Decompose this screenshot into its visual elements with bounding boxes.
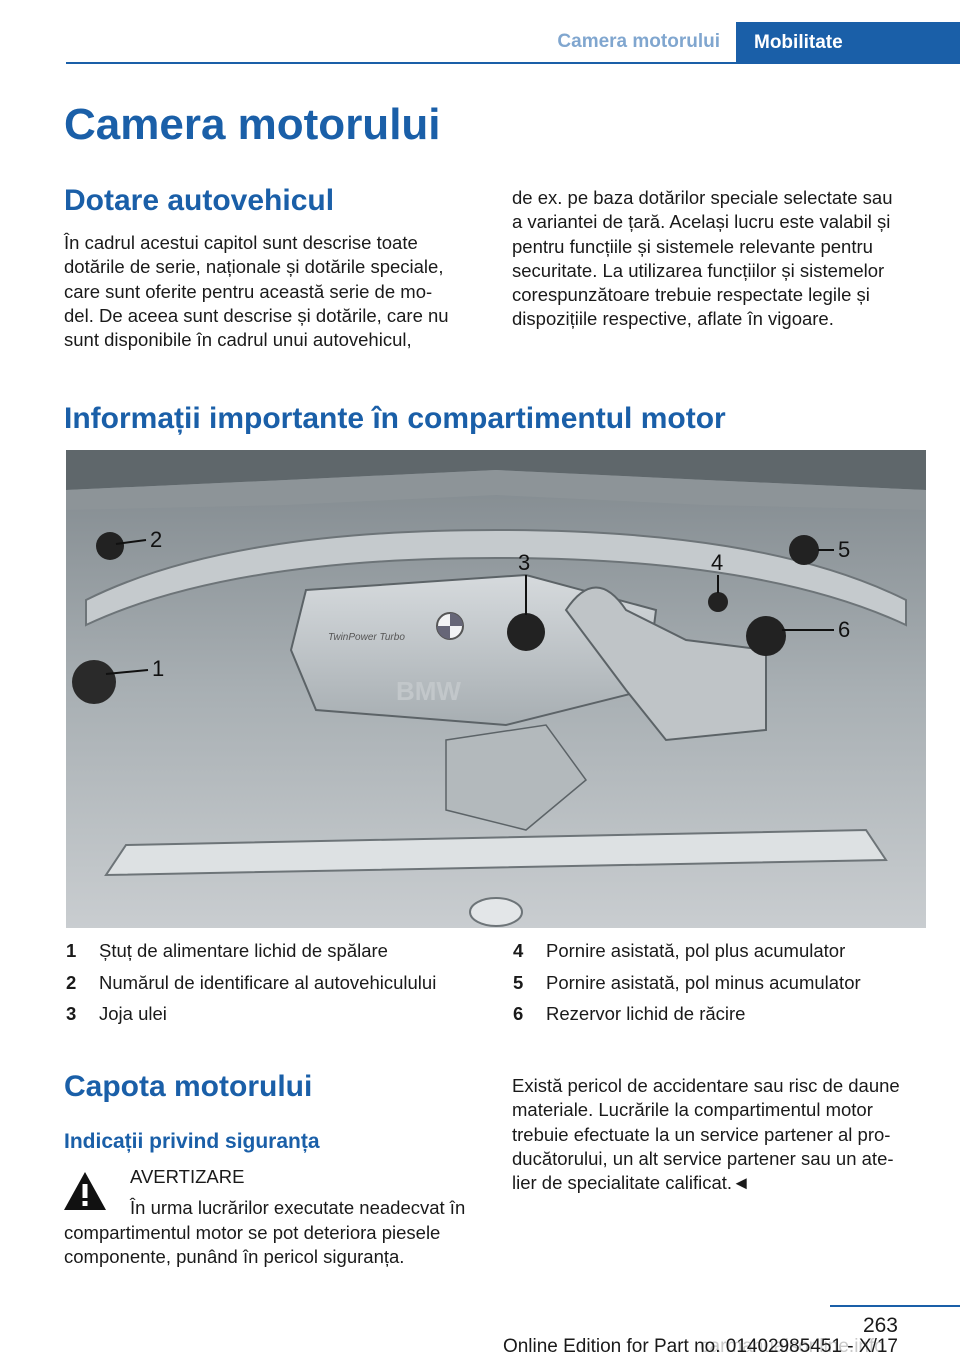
callout-3: 3 [518,550,530,575]
text-line: materiale. Lucrările la compartimentul m… [512,1099,873,1121]
text-line: trebuie efectuate la un service partener… [512,1123,891,1145]
legend-number: 1 [66,940,77,961]
legend-number: 3 [66,1003,77,1024]
page-number: 263 [862,1314,898,1337]
negative-terminal-icon [789,535,819,565]
text-line: de ex. pe baza dotărilor speciale select… [512,187,893,208]
legend-text: Numărul de identificare al autovehiculul… [99,971,437,993]
warning-triangle-icon [62,1170,108,1212]
edition-footer: Online Edition for Part no. 01402985451 … [502,1336,898,1357]
legend-number: 6 [513,1003,524,1024]
callout-1: 1 [152,656,164,681]
section1-column-right: de ex. pe baza dotărilor speciale select… [512,186,932,332]
text-line: dotările de serie, naționale și dotările… [64,256,444,278]
legend-number: 4 [513,940,524,961]
legend-item: 4 Pornire asistată, pol plus acumulator [513,935,943,967]
legend-text: Ștuț de alimentare lichid de spălare [99,940,388,961]
text-line: componente, punând în pericol siguranța. [64,1246,405,1268]
text-line: Există pericol de accidentare sau risc d… [512,1075,900,1096]
callout-4: 4 [711,550,723,575]
warning-text-first: În urma lucrărilor executate neadecvat î… [130,1197,466,1218]
text-line: În cadrul acestui capitol sunt descrise … [64,232,418,253]
header-chapter-tab[interactable]: Mobilitate [736,22,960,64]
footer-rule [830,1305,960,1307]
warning-label: AVERTIZARE [130,1166,245,1187]
section-heading-dotare: Dotare autovehicul [64,184,335,217]
header-rule [66,62,960,64]
engine-compartment-figure: TwinPower Turbo BMW 2 1 3 4 5 6 [66,450,926,928]
text-line: care sunt oferite pentru această serie d… [64,280,433,302]
engine-cover-text: TwinPower Turbo [328,632,405,643]
section-heading-informatii: Informații importante în compartimentul … [64,402,726,435]
legend-item: 5 Pornire asistată, pol minus acumulator [513,967,943,999]
legend-number: 5 [513,971,524,993]
figure-legend-right: 4 Pornire asistată, pol plus acumulator … [513,935,943,1030]
legend-text: Pornire asistată, pol minus acumulator [546,971,861,993]
legend-text: Pornire asistată, pol plus acumulator [546,940,846,961]
callout-5: 5 [838,537,850,562]
callout-2: 2 [150,527,162,552]
header-section-label: Camera motorului [557,31,720,52]
legend-text: Rezervor lichid de răcire [546,1003,746,1024]
cap-2-icon [96,532,124,560]
section1-column-left: În cadrul acestui capitol sunt descrise … [64,231,484,352]
text-line: lier de specialitate calificat.◄ [512,1172,751,1194]
watermark-text: carmanualsonline.info [700,1336,885,1357]
section-heading-capota: Capota motorului [64,1070,313,1103]
callout-6: 6 [838,617,850,642]
legend-item: 2 Numărul de identificare al autovehicul… [66,967,496,999]
text-line: a variantei de țară. Același lucru este … [512,211,891,233]
coolant-cap-icon [746,616,786,656]
positive-terminal-icon [708,592,728,612]
engine-illustration: TwinPower Turbo BMW 2 1 3 4 5 6 [66,450,926,928]
text-line: ducătorului, un alt service partener sau… [512,1147,894,1169]
figure-legend-left: 1 Ștuț de alimentare lichid de spălare 2… [66,935,496,1030]
text-line: corespunzătoare trebuie respectate legil… [512,284,870,306]
subheading-siguranta: Indicații privind siguranța [64,1130,320,1153]
text-line: del. De aceea sunt descrise și dotările,… [64,304,449,326]
legend-number: 2 [66,971,77,993]
washer-cap-icon [72,660,116,704]
text-line: securitate. La utilizarea funcțiilor și … [512,259,885,281]
cover-brand-text: BMW [396,676,461,706]
legend-item: 6 Rezervor lichid de răcire [513,998,943,1030]
text-line: sunt disponibile în cadrul unui autovehi… [64,329,412,351]
page-title: Camera motorului [64,100,441,149]
section3-column-right: Există pericol de accidentare sau risc d… [512,1074,942,1195]
legend-item: 3 Joja ulei [66,998,496,1030]
warning-text-rest: compartimentul motor se pot deteriora pi… [64,1221,494,1270]
text-line: dispozițiile respective, aflate în vigoa… [512,308,834,330]
text-line: compartimentul motor se pot deteriora pi… [64,1222,441,1243]
legend-item: 1 Ștuț de alimentare lichid de spălare [66,935,496,967]
oil-dipstick-cap-icon [507,613,545,651]
legend-text: Joja ulei [99,1003,167,1024]
text-line: pentru funcțiile și sistemele relevante … [512,235,873,257]
